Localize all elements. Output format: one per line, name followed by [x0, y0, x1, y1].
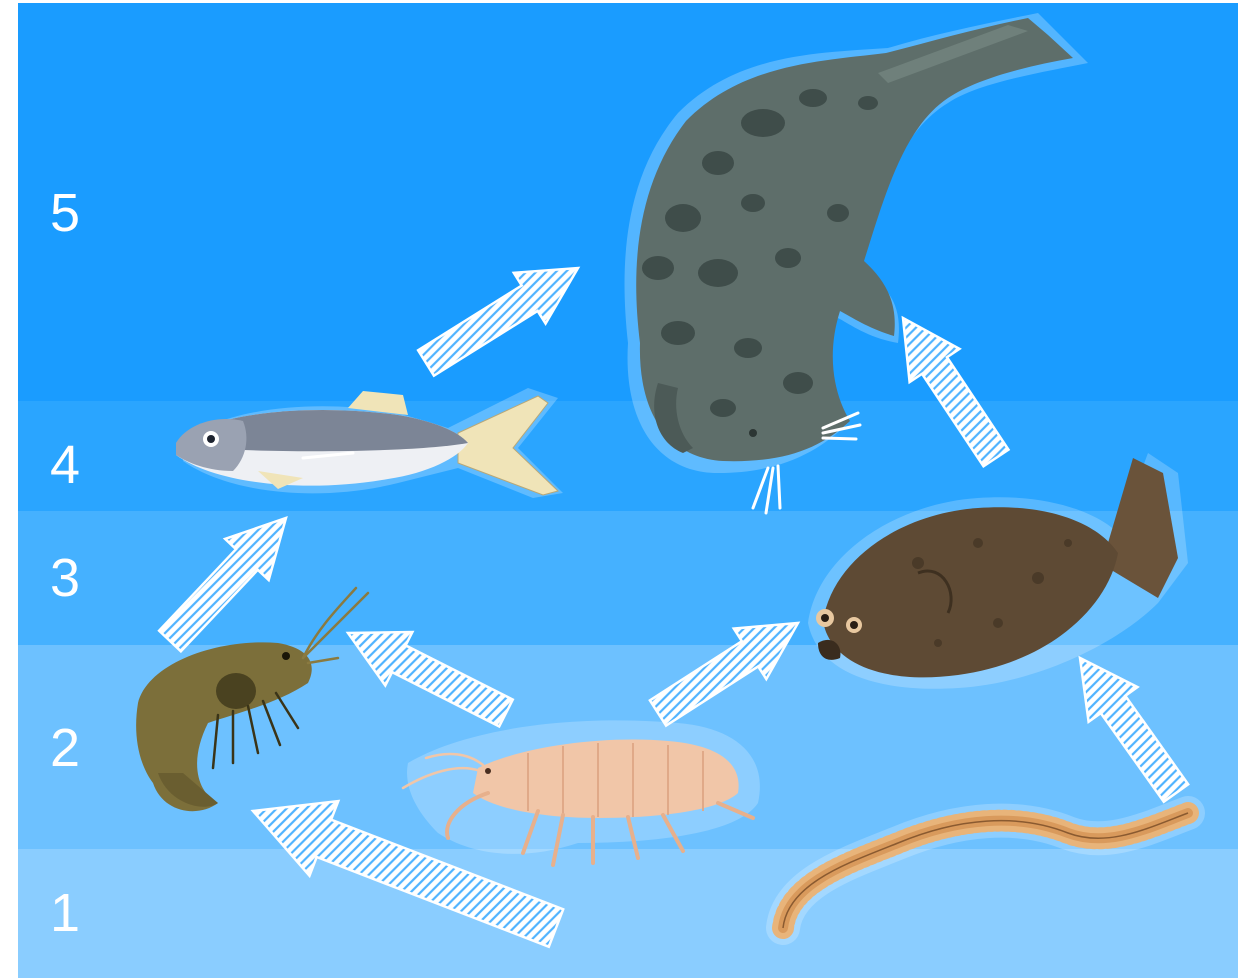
seal-body: [636, 18, 1073, 461]
flounder-pupil-right: [850, 621, 858, 629]
flounder-pupil-left: [821, 614, 829, 622]
amphipod-icon: [403, 720, 760, 865]
seal-nose: [749, 429, 757, 437]
shrimp-eye: [282, 652, 290, 660]
herring-icon: [176, 388, 563, 498]
amphipod-eye: [485, 768, 491, 774]
arrow-herring-to-seal: [418, 268, 578, 376]
ragworm-icon: [783, 813, 1188, 928]
arrow-amphipod-to-flounder: [650, 623, 798, 726]
flounder-icon: [808, 453, 1188, 689]
arrow-worm-to-flounder: [1080, 658, 1188, 802]
food-web-diagram: 5 4 3 2 1: [18, 3, 1238, 978]
shrimp-body: [136, 642, 312, 811]
shrimp-organ: [216, 673, 256, 709]
food-web-artwork: [18, 3, 1238, 978]
shrimp-antennae: [303, 588, 368, 663]
seal-icon: [625, 13, 1088, 513]
arrow-shrimp-to-herring: [159, 518, 286, 651]
arrow-flounder-to-seal: [903, 318, 1009, 466]
arrow-amphipod-to-shrimp: [348, 632, 513, 726]
herring-pupil: [207, 435, 215, 443]
